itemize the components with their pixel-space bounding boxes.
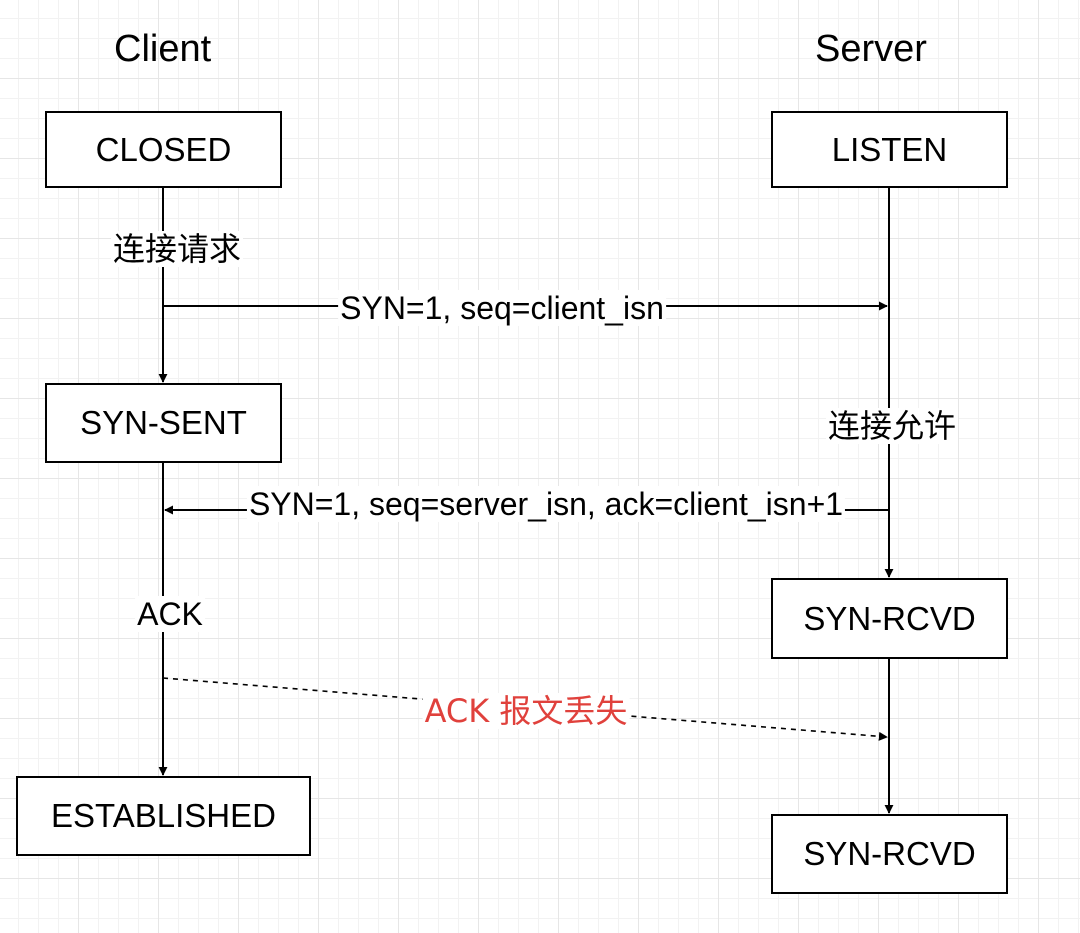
state-box-client-closed: CLOSED bbox=[45, 111, 282, 188]
server-connect-allow-label: 连接允许 bbox=[825, 407, 959, 445]
syn-message-label: SYN=1, seq=client_isn bbox=[338, 290, 666, 326]
client-title: Client bbox=[114, 28, 212, 70]
state-box-client-syn-sent: SYN-SENT bbox=[45, 383, 282, 463]
state-box-server-syn-rcvd-2: SYN-RCVD bbox=[771, 814, 1008, 894]
server-title: Server bbox=[815, 28, 927, 70]
state-box-client-established: ESTABLISHED bbox=[16, 776, 311, 856]
client-connect-request-label: 连接请求 bbox=[110, 230, 244, 268]
syn-ack-message-label: SYN=1, seq=server_isn, ack=client_isn+1 bbox=[246, 486, 846, 522]
ack-lost-message-label: ACK 报文丢失 bbox=[422, 692, 630, 730]
client-ack-label: ACK bbox=[135, 596, 205, 632]
state-box-server-listen: LISTEN bbox=[771, 111, 1008, 188]
state-box-server-syn-rcvd-1: SYN-RCVD bbox=[771, 578, 1008, 659]
